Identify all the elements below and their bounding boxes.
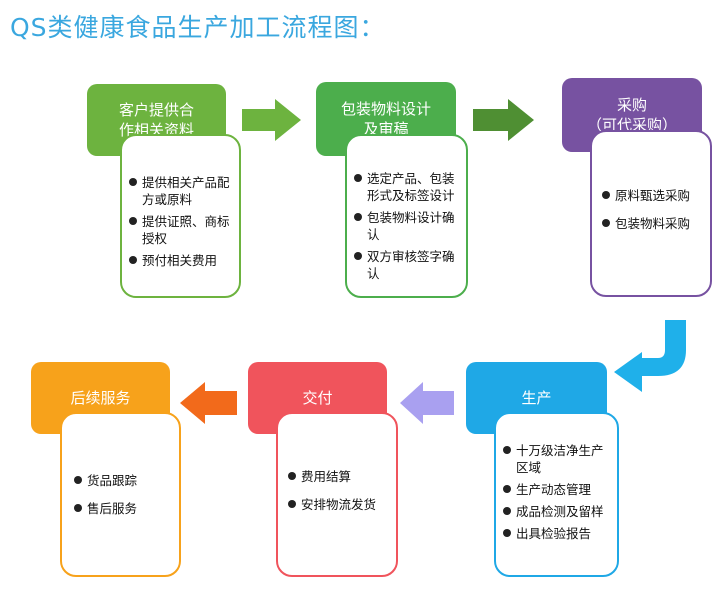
step3-item: 原料甄选采购: [602, 187, 710, 204]
arrow-step2-to-step3: [473, 99, 534, 141]
arrow-step4-to-step5: [400, 382, 454, 424]
arrow-step3-to-step4: [614, 320, 686, 392]
step2-items: 选定产品、包装形式及标签设计 包装物料设计确认 双方审核签字确认: [354, 170, 464, 287]
step5-item: 费用结算: [288, 468, 396, 485]
step4-item: 出具检验报告: [503, 525, 615, 542]
step5-item: 安排物流发货: [288, 496, 396, 513]
step1-item: 预付相关费用: [129, 252, 237, 269]
step4-item: 生产动态管理: [503, 481, 615, 498]
step4-items: 十万级洁净生产区域 生产动态管理 成品检测及留样 出具检验报告: [503, 442, 615, 547]
step6-item: 售后服务: [74, 500, 178, 517]
step5-items: 费用结算 安排物流发货: [288, 468, 396, 524]
step3-items: 原料甄选采购 包装物料采购: [602, 187, 710, 243]
page-title: QS类健康食品生产加工流程图：: [10, 13, 386, 42]
step4-box: 十万级洁净生产区域 生产动态管理 成品检测及留样 出具检验报告: [494, 412, 619, 577]
step6-box: 货品跟踪 售后服务: [60, 412, 181, 577]
step4-item: 十万级洁净生产区域: [503, 442, 615, 476]
step1-item: 提供证照、商标授权: [129, 213, 237, 247]
arrow-step1-to-step2: [242, 99, 301, 141]
step2-item: 选定产品、包装形式及标签设计: [354, 170, 464, 204]
step1-item: 提供相关产品配方或原料: [129, 174, 237, 208]
arrow-step5-to-step6: [180, 382, 237, 424]
step2-box: 选定产品、包装形式及标签设计 包装物料设计确认 双方审核签字确认: [345, 134, 468, 298]
step3-box: 原料甄选采购 包装物料采购: [590, 130, 712, 297]
step5-box: 费用结算 安排物流发货: [276, 412, 398, 577]
step1-box: 提供相关产品配方或原料 提供证照、商标授权 预付相关费用: [120, 134, 241, 298]
step2-item: 包装物料设计确认: [354, 209, 464, 243]
step1-items: 提供相关产品配方或原料 提供证照、商标授权 预付相关费用: [129, 174, 237, 274]
step4-item: 成品检测及留样: [503, 503, 615, 520]
step6-item: 货品跟踪: [74, 472, 178, 489]
step6-items: 货品跟踪 售后服务: [74, 472, 178, 528]
step2-item: 双方审核签字确认: [354, 248, 464, 282]
step3-item: 包装物料采购: [602, 215, 710, 232]
